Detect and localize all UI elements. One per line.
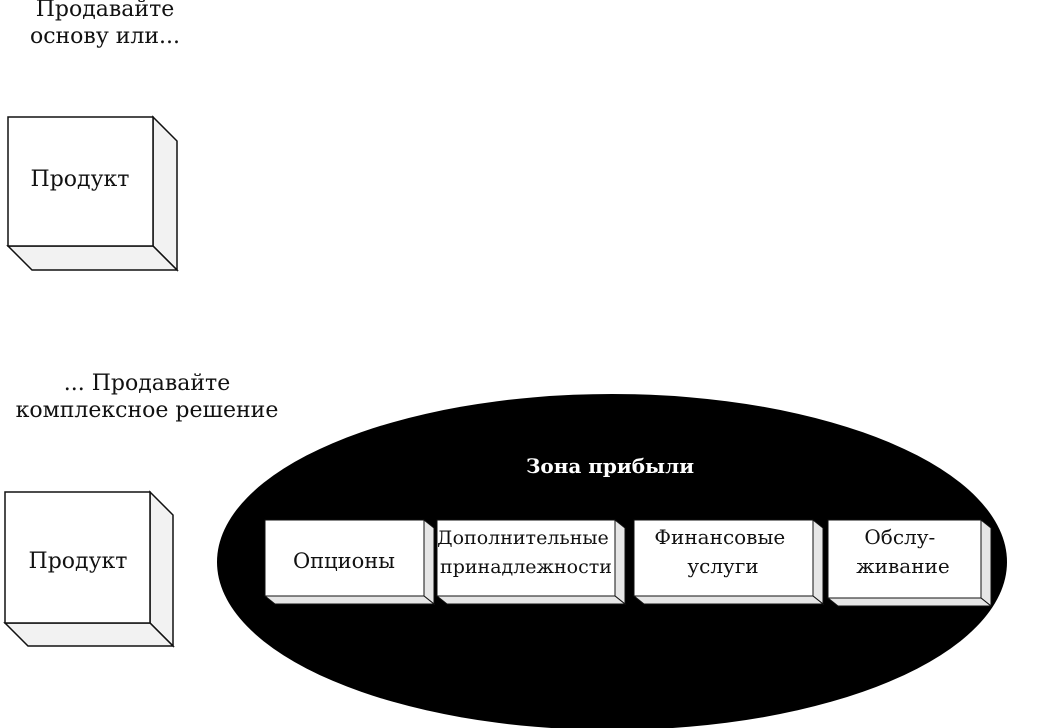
offering-accessories-side xyxy=(614,518,626,606)
bottom-product-box-face xyxy=(4,491,151,624)
offering-accessories: Дополнительные принадлежности xyxy=(435,518,627,606)
bottom-caption-line-2: комплексное решение xyxy=(15,398,279,423)
offering-options-line-1: Опционы xyxy=(293,549,395,573)
offering-service: Обслу- живание xyxy=(826,518,993,608)
offering-accessories-face xyxy=(436,519,616,597)
offering-financial-services-line-2: услуги xyxy=(687,554,758,578)
offering-service-line-2: живание xyxy=(856,554,949,578)
offering-financial-services-line-1: Финансовые xyxy=(654,525,785,549)
bottom-product-box-side xyxy=(149,490,174,648)
top-product-box-side xyxy=(152,115,178,272)
offering-service-face xyxy=(827,519,982,599)
offering-options-side xyxy=(423,518,435,606)
offering-service-label: Обслу- живание xyxy=(856,525,949,578)
bottom-caption-line-1: ... Продавайте xyxy=(63,371,231,396)
offering-service-bottom xyxy=(826,597,993,607)
offering-accessories-line-1: Дополнительные xyxy=(437,527,609,549)
offering-options-face xyxy=(264,519,425,597)
bottom-product-box-bottom xyxy=(3,622,175,647)
bottom-product-box-label: Продукт xyxy=(29,549,128,574)
top-caption: Продавайте основу или... xyxy=(0,0,210,50)
offering-accessories-line-2: принадлежности xyxy=(440,556,612,578)
top-product-box: Продукт xyxy=(6,115,179,272)
top-product-box-label: Продукт xyxy=(31,167,130,192)
top-caption-line-2: основу или... xyxy=(29,24,181,49)
top-product-box-bottom xyxy=(6,245,179,271)
offering-financial-services: Финансовые услуги xyxy=(632,518,825,606)
offering-financial-services-face xyxy=(633,519,814,597)
offering-accessories-bottom xyxy=(435,595,627,605)
profit-zone-title: Зона прибыли xyxy=(526,454,694,478)
offering-financial-services-label: Финансовые услуги xyxy=(654,525,791,578)
bottom-product-box: Продукт xyxy=(3,490,175,648)
bottom-caption: ... Продавайте комплексное решение xyxy=(0,370,294,424)
offering-service-line-1: Обслу- xyxy=(864,525,935,549)
offering-options: Опционы xyxy=(263,518,436,606)
offering-financial-services-side xyxy=(812,518,824,606)
offering-options-bottom xyxy=(263,595,436,605)
top-caption-line-1: Продавайте xyxy=(35,0,175,22)
offering-options-label: Опционы xyxy=(293,549,395,573)
offering-accessories-label: Дополнительные принадлежности xyxy=(437,527,615,578)
offering-financial-services-bottom xyxy=(632,595,825,605)
offering-service-side xyxy=(980,518,992,608)
top-product-box-face xyxy=(7,116,154,247)
